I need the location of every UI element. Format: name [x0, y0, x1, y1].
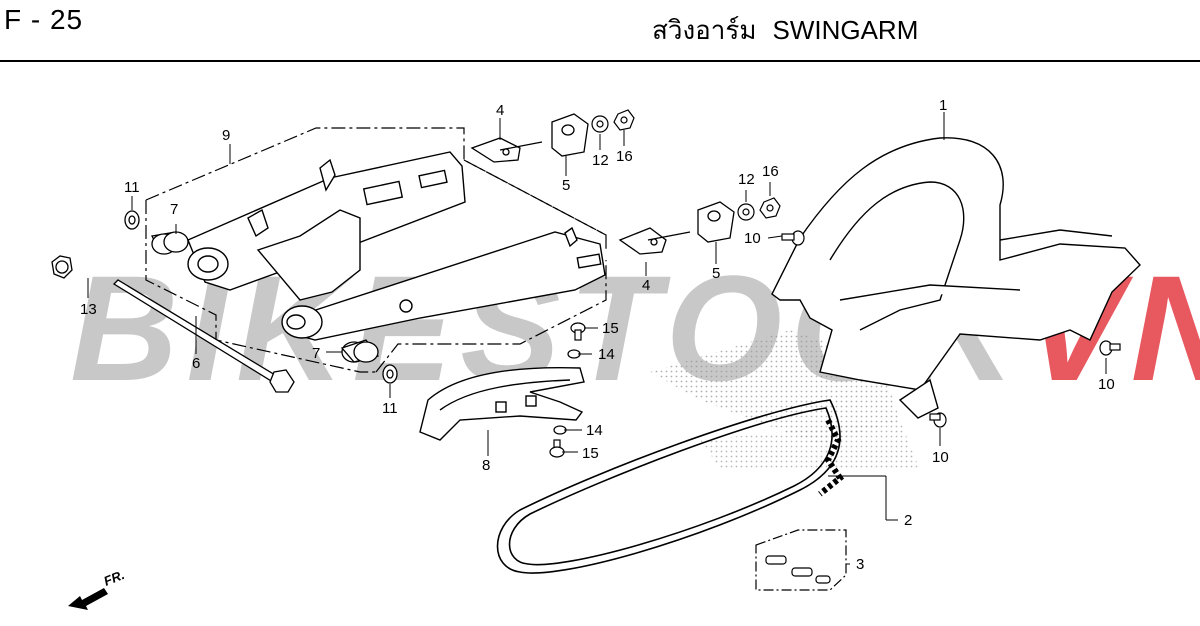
- swingarm: [187, 151, 606, 341]
- callout-11-lower: 11: [382, 400, 398, 417]
- chain-slider: [419, 366, 585, 441]
- callout-12-upper: 12: [592, 152, 609, 169]
- chain-adjuster-lower: [618, 227, 691, 255]
- callout-10-upper: 10: [744, 230, 761, 247]
- collar-upper: [591, 115, 609, 133]
- title-english: SWINGARM: [772, 15, 919, 45]
- title-thai: สวิงอาร์ม: [652, 15, 757, 45]
- callout-5-lower: 5: [712, 265, 720, 282]
- callout-5-upper: 5: [562, 177, 570, 194]
- callout-10-lower: 10: [932, 449, 949, 466]
- bushing-upper: [151, 231, 189, 255]
- chain-joint-box: [755, 529, 847, 591]
- page-code: F - 25: [4, 4, 84, 35]
- washer-lower: [382, 364, 398, 384]
- chain-joint-parts: [765, 555, 831, 584]
- screw-15-lower: [549, 439, 565, 458]
- bolt-10-lower: [929, 412, 947, 428]
- callout-14-lower: 14: [586, 422, 603, 439]
- callout-11-upper: 11: [124, 179, 140, 196]
- header-divider: [0, 60, 1200, 62]
- bolt-10-upper: [781, 230, 805, 246]
- callout-6: 6: [192, 355, 200, 372]
- callout-10-right: 10: [1098, 376, 1115, 393]
- callout-15-upper: 15: [602, 320, 619, 337]
- callout-2: 2: [904, 512, 912, 529]
- nut-lower: [759, 197, 781, 219]
- pivot-nut: [51, 255, 73, 279]
- adjuster-block-upper: [551, 113, 589, 157]
- callout-1: 1: [939, 97, 947, 114]
- callout-16-upper: 16: [616, 148, 633, 165]
- callout-labels: 1 2 3 4 4 5 5 6 7 7 8 9 10 10 10 11 11 1…: [80, 97, 1115, 573]
- washer-upper: [124, 210, 140, 230]
- drive-chain: [496, 399, 845, 574]
- callout-4-lower: 4: [642, 277, 650, 294]
- rear-fender: [771, 137, 1141, 419]
- bolt-10-right: [1099, 340, 1121, 356]
- callout-16-lower: 16: [762, 163, 779, 180]
- front-arrow-label: FR.: [102, 567, 127, 589]
- chain-adjuster-upper: [470, 137, 543, 163]
- callout-13: 13: [80, 301, 97, 318]
- collar-lower: [737, 203, 755, 221]
- adjuster-block-lower: [697, 201, 735, 243]
- callout-7-lower: 7: [312, 345, 320, 362]
- page-header: F - 25 สวิงอาร์ม SWINGARM: [0, 0, 1200, 60]
- callout-4-upper: 4: [496, 102, 504, 119]
- callout-8: 8: [482, 457, 490, 474]
- bushing-lower: [340, 339, 380, 363]
- front-arrow: FR.: [68, 567, 127, 610]
- swingarm-assembly-box: [145, 127, 607, 373]
- nut-upper: [613, 109, 635, 131]
- page-title: สวิงอาร์ม SWINGARM: [652, 10, 918, 51]
- pivot-bolt: [112, 279, 295, 393]
- callout-3: 3: [856, 556, 864, 573]
- leader-lines: [87, 112, 1107, 565]
- callout-15-lower: 15: [582, 445, 599, 462]
- callout-12-lower: 12: [738, 171, 755, 188]
- callout-9: 9: [222, 127, 230, 144]
- callout-7-upper: 7: [170, 201, 178, 218]
- callout-14-upper: 14: [598, 346, 615, 363]
